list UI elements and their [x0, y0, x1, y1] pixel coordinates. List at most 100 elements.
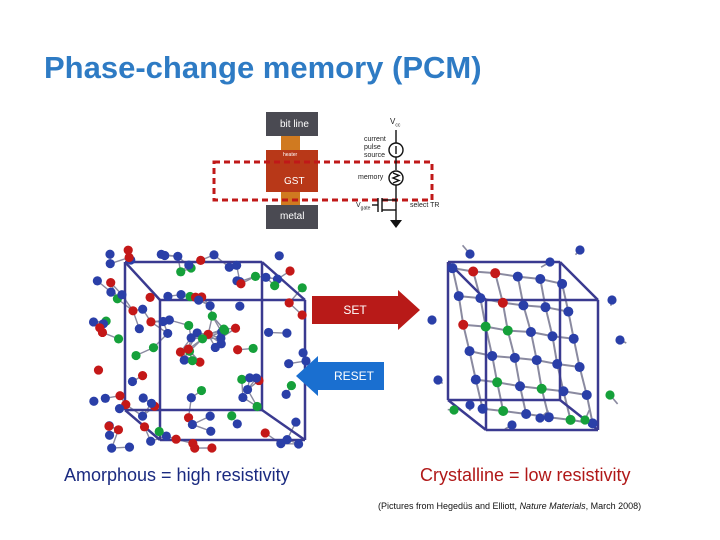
atom — [232, 419, 242, 429]
reset-arrow-label: RESET — [333, 369, 374, 383]
atom — [146, 436, 156, 446]
atom — [563, 306, 574, 317]
reset-arrow — [296, 356, 384, 396]
atom — [547, 331, 558, 342]
atom — [282, 328, 292, 338]
set-arrow — [312, 290, 420, 330]
atom — [134, 324, 144, 334]
atom — [176, 267, 186, 277]
atom — [176, 290, 186, 300]
atom — [209, 250, 219, 260]
atom — [477, 403, 488, 414]
atom — [512, 271, 523, 282]
atom — [545, 257, 555, 267]
atom — [587, 418, 598, 429]
atom — [195, 357, 205, 367]
atom — [131, 350, 141, 361]
atom — [186, 393, 196, 403]
atom — [282, 434, 292, 445]
atom — [92, 276, 102, 286]
heater-element — [281, 192, 300, 205]
memory-resistor-symbol — [388, 170, 404, 186]
atom — [187, 356, 197, 366]
atom — [540, 302, 551, 313]
atom — [248, 343, 258, 354]
ground-symbol — [390, 220, 402, 228]
atom — [574, 362, 585, 373]
atom — [468, 266, 479, 277]
atom — [487, 350, 498, 361]
metal-label: metal — [280, 211, 305, 222]
atom — [100, 393, 110, 403]
atom — [297, 283, 307, 293]
atom — [605, 390, 615, 400]
unit-cell-edge — [261, 408, 306, 442]
atom — [263, 327, 274, 338]
atom — [465, 249, 475, 259]
atom — [139, 422, 150, 432]
crystalline-caption: Crystalline = low resistivity — [420, 465, 631, 485]
atom — [107, 443, 117, 453]
atom — [127, 376, 138, 387]
atom — [184, 260, 194, 270]
atom — [89, 396, 99, 406]
atom — [284, 359, 294, 369]
atom — [104, 421, 114, 431]
bit-line-electrode — [266, 112, 318, 136]
amorphous-caption: Amorphous = high resistivity — [64, 465, 290, 485]
slide-title: Phase-change memory (PCM) — [44, 50, 482, 85]
atom — [88, 317, 99, 327]
atom — [106, 287, 116, 297]
atom — [250, 271, 261, 281]
atom — [465, 400, 475, 410]
gst-label: GST — [284, 176, 305, 187]
atom — [531, 355, 542, 366]
atom — [507, 420, 517, 430]
upper-heater — [281, 136, 300, 150]
atom — [492, 377, 503, 388]
atom — [175, 347, 186, 357]
atom — [464, 346, 475, 357]
atom — [163, 328, 173, 339]
atom — [242, 384, 253, 395]
unit-cell-edge — [559, 261, 599, 301]
vcc-label: Vcc — [390, 117, 401, 129]
atom — [113, 334, 124, 344]
atom — [236, 279, 246, 289]
atom — [205, 411, 215, 421]
atom — [301, 356, 311, 366]
atom — [497, 297, 508, 308]
atom — [105, 249, 115, 259]
atom — [158, 316, 168, 327]
atom — [291, 417, 301, 427]
memory-label: memory — [358, 174, 384, 181]
atom — [207, 311, 217, 321]
atom — [535, 274, 546, 285]
memory-cell-dashed-box — [212, 160, 434, 202]
atom — [261, 272, 271, 282]
atom — [117, 290, 127, 300]
atom — [475, 293, 486, 304]
atom — [297, 310, 307, 320]
atom — [502, 325, 513, 336]
atom — [543, 412, 554, 423]
atom — [458, 319, 469, 330]
atom — [137, 411, 148, 421]
atom — [124, 442, 135, 452]
atom — [427, 315, 437, 325]
atom — [232, 260, 242, 270]
atom — [568, 333, 579, 344]
atom — [245, 373, 255, 383]
atom — [160, 250, 170, 261]
atom — [607, 295, 617, 305]
atom — [449, 405, 459, 415]
atom — [154, 426, 164, 437]
atom — [224, 262, 234, 272]
atom — [470, 374, 481, 385]
atom — [206, 426, 216, 436]
atom — [536, 383, 547, 394]
atom — [453, 291, 464, 302]
atom — [260, 428, 270, 438]
atom — [552, 359, 563, 370]
atom — [173, 251, 183, 261]
